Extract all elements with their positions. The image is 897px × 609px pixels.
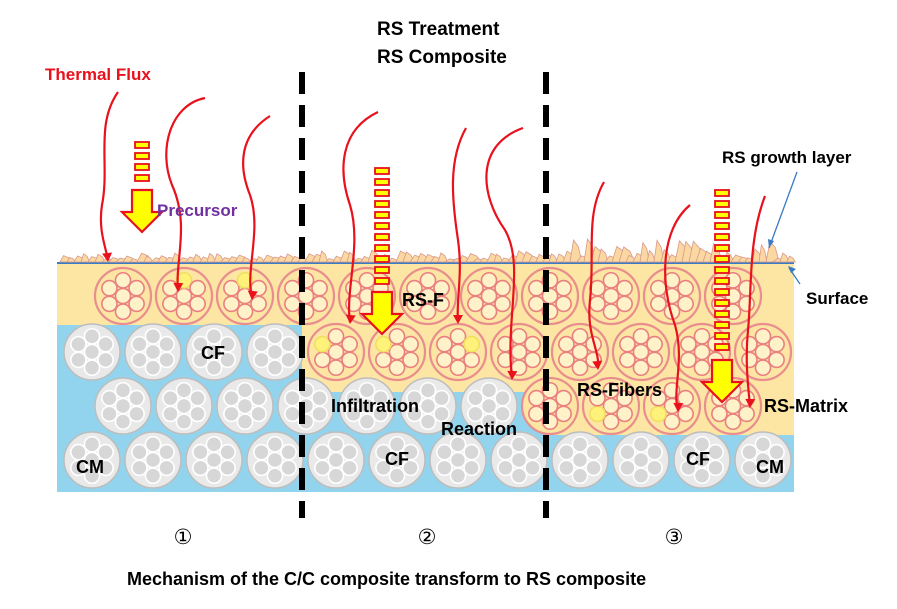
carbon-fiber-bundle [612,431,670,489]
carbon-fiber-bundle [155,377,213,435]
carbon-fiber-bundle [307,431,365,489]
carbon-fiber-bundle [429,431,487,489]
title-line-1: RS Treatment [377,19,500,40]
carbon-fiber-bundle [216,377,274,435]
carbon-fiber-bundle [338,377,396,435]
rs-growth-crystals [59,237,796,263]
rs-fiber-bundle [306,322,366,382]
carbon-fiber-bundle [399,377,457,435]
rs-fiber-bundle [367,322,427,382]
surface-leader [788,266,801,285]
carbon-fiber-bundle [246,323,304,381]
rs-fiber-bundle [581,266,641,326]
growth-layer-leader [768,171,798,249]
rs-fiber-bundle [550,322,610,382]
rs-f-label: RS-F [402,290,444,310]
carbon-fiber-bundle [124,431,182,489]
rs-fiber-bundle [520,266,580,326]
carbon-fiber-bundle [94,377,152,435]
carbon-fiber-bundle [460,377,518,435]
infiltration-label: Infiltration [331,396,419,416]
rs-fiber-bundle [611,322,671,382]
stage-number-2: ② [418,526,437,549]
cf-label-stage1: CF [201,343,225,363]
reaction-label: Reaction [441,419,517,439]
rs-fiber-bundle [642,376,702,436]
carbon-fiber-bundle [277,377,335,435]
cm-label-stage1: CM [76,457,104,477]
rs-fibers-label: RS-Fibers [577,380,662,400]
carbon-fiber-bundle [551,431,609,489]
surface-label: Surface [806,289,868,308]
stage-number-3: ③ [665,526,684,549]
rs-fiber-bundle [398,266,458,326]
cf-label-stage3: CF [686,449,710,469]
carbon-fiber-bundle [368,431,426,489]
carbon-fiber-bundle [490,431,548,489]
stage-number-1: ① [174,526,193,549]
carbon-fiber-bundle [673,431,731,489]
caption: Mechanism of the C/C composite transform… [127,569,646,589]
carbon-fiber-bundle [246,431,304,489]
cf-label-stage2: CF [385,449,409,469]
rs-fiber-bundle [215,266,275,326]
carbon-fiber-bundle [63,431,121,489]
rs-fiber-bundle [459,266,519,326]
carbon-fiber-bundle [185,323,243,381]
rs-fiber-bundle [93,266,153,326]
precursor-label: Precursor [157,201,238,220]
composite-block [57,262,794,492]
rs-fiber-bundle [276,266,336,326]
rs-fiber-bundle [489,322,549,382]
carbon-fiber-bundle [185,431,243,489]
rs-matrix-label: RS-Matrix [764,396,848,416]
carbon-fiber-bundle [124,323,182,381]
thermal-flux-arrows [99,91,767,412]
carbon-fiber-bundle [63,323,121,381]
fiber-bundles [63,266,793,489]
rs-growth-layer-label: RS growth layer [722,148,852,167]
title-line-2: RS Composite [377,47,507,68]
rs-fiber-bundle [703,266,763,326]
rs-fiber-bundle [642,266,702,326]
rs-fiber-bundle [154,266,214,326]
thermal-flux-label: Thermal Flux [45,65,151,84]
rs-fiber-bundle [428,322,488,382]
rs-fiber-bundle [733,322,793,382]
rs-fiber-bundle [520,376,580,436]
rs-fiber-bundle [581,376,641,436]
cm-label-stage3: CM [756,457,784,477]
precursor-arrows [119,141,745,404]
carbon-fiber-bundle [734,431,792,489]
